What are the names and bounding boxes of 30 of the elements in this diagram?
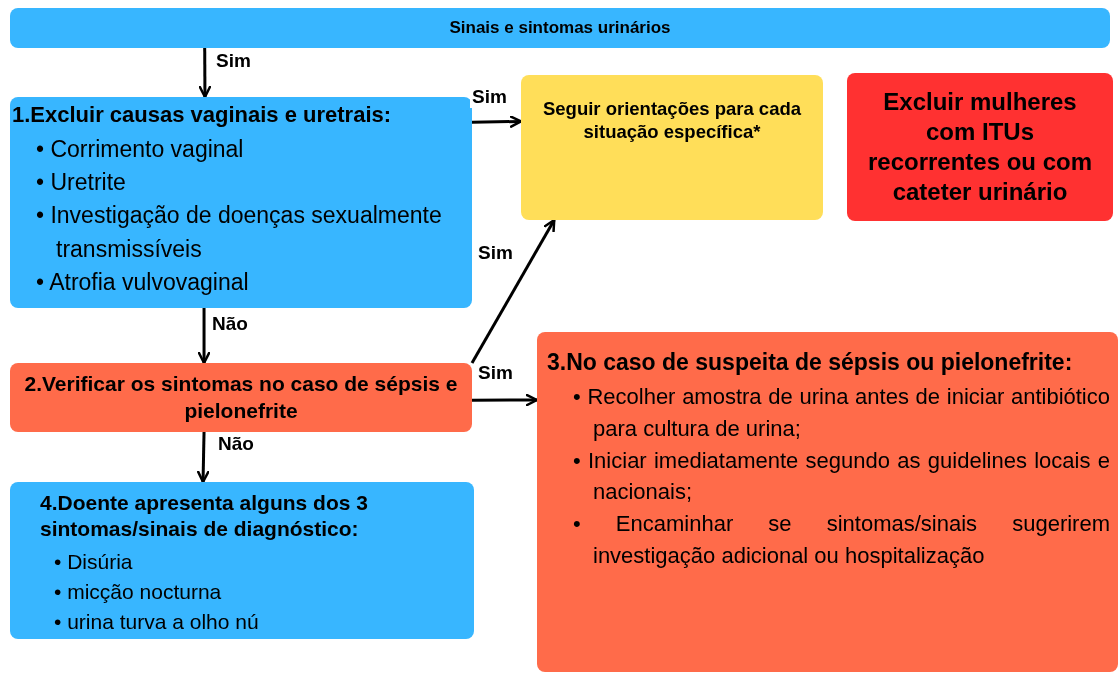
box-heading: 3.No caso de suspeita de sépsis ou pielonefrite: xyxy=(547,348,1074,377)
arrow xyxy=(197,431,210,484)
bullet-item: • Encaminhar se sintomas/sinais sugerirem investigação adicional ou hospitalização xyxy=(573,510,1110,571)
box-heading: Seguir orientações para cada situação específica* xyxy=(541,97,803,144)
arrow xyxy=(472,393,539,407)
bullet-item: • Uretrite xyxy=(36,167,127,197)
bullet-item: • Disúria xyxy=(54,548,134,575)
bullet-item: • Atrofia vulvovaginal xyxy=(36,267,250,297)
arrow xyxy=(198,48,212,99)
bullet-item: • micção nocturna xyxy=(54,578,223,605)
box-heading: 4.Doente apresenta alguns dos 3 sintomas/sinais de diagnóstico: xyxy=(40,490,369,543)
arrow xyxy=(471,115,523,128)
process-box xyxy=(521,75,823,220)
box-heading: Sinais e sintomas urinários xyxy=(449,17,671,39)
box-heading: 1.Excluir causas vaginais e uretrais: xyxy=(12,101,393,129)
process-box xyxy=(10,97,472,308)
bullet-item: • Investigação de doenças sexualmente transmissíveis xyxy=(36,201,443,264)
title-bar xyxy=(10,8,1110,48)
process-box xyxy=(537,332,1118,672)
process-box xyxy=(10,363,472,432)
process-box xyxy=(10,482,474,639)
bullet-item: • urina turva a olho nú xyxy=(54,609,260,636)
arrow xyxy=(197,308,211,365)
bullet-item: • Iniciar imediatamente segundo as guidelines locais e nacionais; xyxy=(573,446,1110,507)
process-box xyxy=(847,73,1113,221)
box-heading: 2.Verificar os sintomas no caso de sépsis e pielonefrite xyxy=(23,371,459,424)
bullet-item: • Recolher amostra de urina antes de iniciar antibiótico para cultura de urina; xyxy=(573,382,1110,443)
arrow xyxy=(470,218,556,364)
bullet-item: • Corrimento vaginal xyxy=(36,134,245,164)
box-heading: Excluir mulheres com ITUs recorrentes ou com cateter urinário xyxy=(866,87,1094,207)
